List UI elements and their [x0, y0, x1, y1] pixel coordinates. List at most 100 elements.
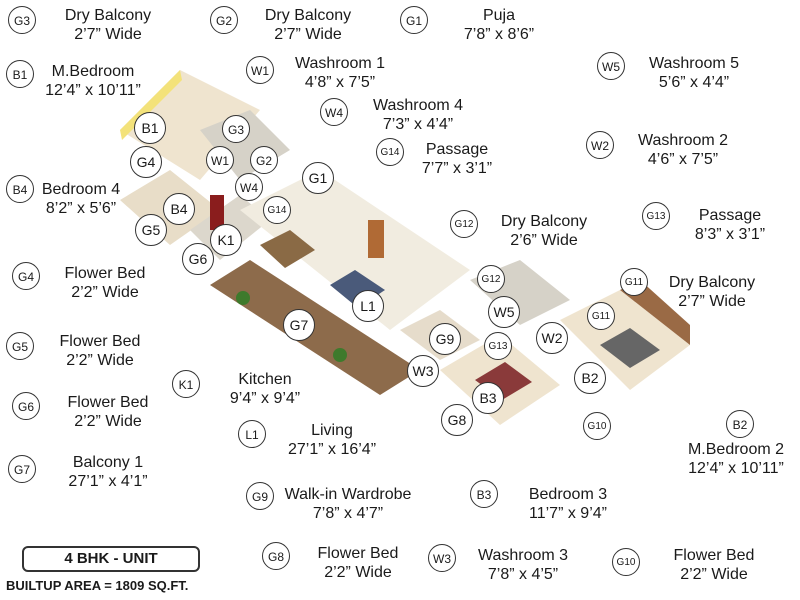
label-b3-dim: 11’7” x 9’4”: [529, 505, 607, 523]
label-g10-name: Flower Bed: [673, 547, 755, 564]
label-b4-badge: B4: [6, 175, 34, 203]
label-g9-badge: G9: [246, 482, 274, 510]
label-w4-name: Washroom 4: [372, 97, 464, 114]
living-floor: [240, 170, 470, 330]
label-g7: Balcony 1 27’1” x 4’1”: [48, 453, 168, 491]
badge-w3: W3: [407, 355, 439, 387]
label-g3-badge: G3: [8, 6, 36, 34]
label-l1-name: Living: [311, 422, 353, 439]
b2-bed: [600, 328, 660, 368]
label-w3-dim: 7’8” x 4’5”: [487, 566, 559, 584]
label-g7-badge: G7: [8, 455, 36, 483]
badge-w2: W2: [536, 322, 568, 354]
badge-g7: G7: [283, 309, 315, 341]
label-w1-name: Washroom 1: [294, 55, 386, 72]
label-g13: Passage 8’3” x 3’1”: [676, 206, 784, 244]
badge-g4: G4: [130, 146, 162, 178]
label-g6-badge: G6: [12, 392, 40, 420]
label-g14-dim: 7’7” x 3’1”: [421, 160, 493, 178]
label-g2-dim: 2’7” Wide: [274, 26, 342, 44]
label-g5-name: Flower Bed: [59, 333, 141, 350]
label-g10: Flower Bed 2’2” Wide: [656, 546, 772, 584]
label-g3-dim: 2’7” Wide: [74, 26, 142, 44]
label-k1-badge: K1: [172, 370, 200, 398]
label-g11-name: Dry Balcony: [668, 274, 756, 291]
label-b2-badge: B2: [726, 410, 754, 438]
label-g10-badge: G10: [612, 548, 640, 576]
badge-l1: L1: [352, 290, 384, 322]
label-w5-dim: 5’6” x 4’4”: [658, 74, 730, 92]
label-b1-name: M.Bedroom: [51, 63, 135, 80]
label-g14-badge: G14: [376, 138, 404, 166]
badge-g3: G3: [222, 115, 250, 143]
badge-g8: G8: [441, 404, 473, 436]
label-k1-dim: 9’4” x 9’4”: [229, 390, 301, 408]
label-g6-dim: 2’2” Wide: [74, 413, 142, 431]
label-g14-name: Passage: [425, 141, 489, 158]
badge-k1: K1: [210, 224, 242, 256]
label-b4-dim: 8’2” x 5’6”: [45, 200, 117, 218]
label-l1-dim: 27’1” x 16’4”: [287, 441, 377, 459]
label-g5: Flower Bed 2’2” Wide: [44, 332, 156, 370]
label-b1-badge: B1: [6, 60, 34, 88]
badge-g1: G1: [302, 162, 334, 194]
living-door: [368, 220, 384, 258]
label-g9: Walk-in Wardrobe 7’8” x 4’7”: [278, 485, 418, 523]
label-g6-name: Flower Bed: [67, 394, 149, 411]
label-w4-badge: W4: [320, 98, 348, 126]
label-g1-badge: G1: [400, 6, 428, 34]
badge-g6: G6: [182, 243, 214, 275]
label-g11-badge: G11: [620, 268, 648, 296]
label-b4: Bedroom 4 8’2” x 5’6”: [22, 180, 140, 218]
label-g12-badge: G12: [450, 210, 478, 238]
label-b3-badge: B3: [470, 480, 498, 508]
badge-g13: G13: [484, 332, 512, 360]
label-w1: Washroom 1 4’8” x 7’5”: [280, 54, 400, 92]
label-g1-dim: 7’8” x 8’6”: [463, 26, 535, 44]
label-g3: Dry Balcony 2’7” Wide: [48, 6, 168, 44]
label-w5-badge: W5: [597, 52, 625, 80]
kitchen-fridge: [210, 195, 224, 230]
label-b1: M.Bedroom 12’4” x 10’11”: [28, 62, 158, 100]
unit-type-box: 4 BHK - UNIT: [22, 546, 200, 572]
label-g1: Puja 7’8” x 8’6”: [444, 6, 554, 44]
badge-b4: B4: [163, 193, 195, 225]
badge-w4: W4: [235, 173, 263, 201]
badge-g9: G9: [429, 323, 461, 355]
badge-g2: G2: [250, 146, 278, 174]
label-w2-name: Washroom 2: [637, 132, 729, 149]
badge-g11: G11: [587, 302, 615, 330]
label-b3-name: Bedroom 3: [528, 486, 608, 503]
label-g12: Dry Balcony 2’6” Wide: [484, 212, 604, 250]
label-g3-name: Dry Balcony: [64, 7, 152, 24]
builtup-area: BUILTUP AREA = 1809 SQ.FT.: [6, 578, 189, 593]
label-g4-name: Flower Bed: [64, 265, 146, 282]
label-b3: Bedroom 3 11’7” x 9’4”: [508, 485, 628, 523]
label-g7-name: Balcony 1: [72, 454, 144, 471]
label-b1-dim: 12’4” x 10’11”: [45, 82, 141, 100]
label-g6: Flower Bed 2’2” Wide: [52, 393, 164, 431]
label-g9-dim: 7’8” x 4’7”: [312, 505, 384, 523]
label-g13-name: Passage: [698, 207, 762, 224]
dining-area: [260, 230, 315, 268]
b2-wall: [620, 280, 690, 345]
plant: [333, 348, 347, 362]
badge-b3: B3: [472, 382, 504, 414]
label-w5-name: Washroom 5: [648, 55, 740, 72]
label-g2-badge: G2: [210, 6, 238, 34]
label-g12-dim: 2’6” Wide: [510, 232, 578, 250]
label-w4: Washroom 4 7’3” x 4’4”: [358, 96, 478, 134]
label-w4-dim: 7’3” x 4’4”: [382, 116, 454, 134]
label-b2-dim: 12’4” x 10’11”: [688, 460, 784, 478]
label-g10-dim: 2’2” Wide: [680, 566, 748, 584]
label-g14: Passage 7’7” x 3’1”: [396, 140, 518, 178]
label-l1: Living 27’1” x 16’4”: [272, 421, 392, 459]
label-w2-dim: 4’6” x 7’5”: [647, 151, 719, 169]
label-w3-name: Washroom 3: [477, 547, 569, 564]
label-g8-dim: 2’2” Wide: [324, 564, 392, 582]
badge-b1: B1: [134, 112, 166, 144]
label-b2: M.Bedroom 2 12’4” x 10’11”: [674, 440, 798, 478]
badge-g12: G12: [477, 265, 505, 293]
label-w1-badge: W1: [246, 56, 274, 84]
label-g2: Dry Balcony 2’7” Wide: [248, 6, 368, 44]
